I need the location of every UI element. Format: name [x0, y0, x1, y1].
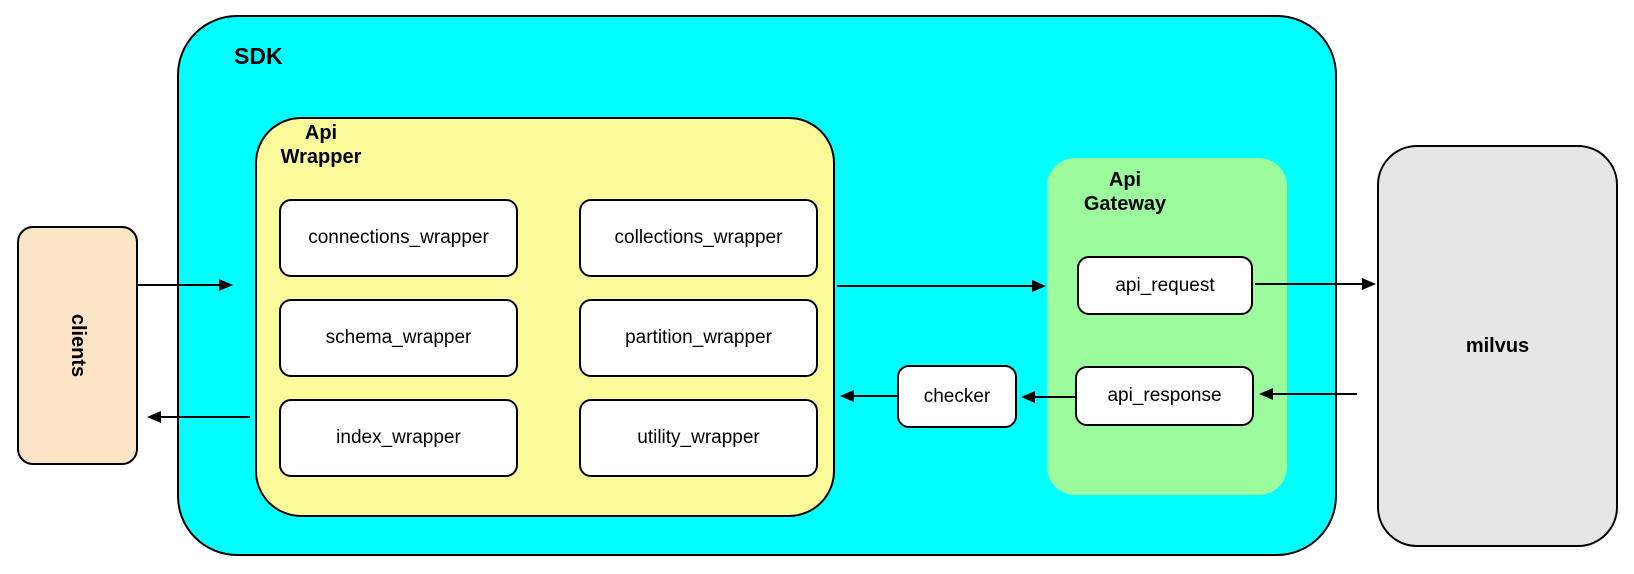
arrow-api-wrapper-to-api-gateway	[837, 280, 1046, 292]
api-wrapper-group: Api Wrapper connections_wrapper collecti…	[255, 117, 835, 517]
arrowhead-left-icon	[147, 411, 161, 423]
arrowhead-right-icon	[1362, 278, 1376, 290]
api-gateway-title-line2: Gateway	[1083, 193, 1167, 215]
arrow-clients-to-sdk	[138, 279, 233, 291]
api-request-box: api_request	[1077, 256, 1253, 315]
api-gateway-title-line1: Api	[1108, 169, 1142, 191]
schema-wrapper-box: schema_wrapper	[279, 299, 518, 377]
milvus-box: milvus	[1377, 145, 1618, 547]
milvus-label: milvus	[1465, 334, 1530, 357]
api-wrapper-title: Api Wrapper	[265, 121, 377, 169]
arrow-api-response-to-checker	[1021, 391, 1076, 403]
api-response-box: api_response	[1075, 366, 1254, 426]
arrowhead-left-icon	[1259, 388, 1273, 400]
partition-wrapper-box: partition_wrapper	[579, 299, 818, 377]
arrow-milvus-to-api-response	[1259, 388, 1357, 400]
arrowhead-right-icon	[1032, 280, 1046, 292]
sdk-label: SDK	[234, 43, 283, 69]
index-wrapper-box: index_wrapper	[279, 399, 518, 477]
arrow-api-request-to-milvus	[1255, 278, 1376, 290]
collections-wrapper-box: collections_wrapper	[579, 199, 818, 277]
api-wrapper-title-line1: Api	[304, 122, 338, 144]
arrowhead-left-icon	[840, 390, 854, 402]
arrowhead-left-icon	[1021, 391, 1035, 403]
arrow-checker-to-api-wrapper	[840, 390, 897, 402]
clients-label: clients	[66, 313, 89, 378]
api-wrapper-title-line2: Wrapper	[280, 146, 362, 168]
arrow-sdk-to-clients	[147, 411, 250, 423]
checker-box: checker	[897, 365, 1017, 428]
api-gateway-title: Api Gateway	[1067, 168, 1183, 216]
api-gateway-group: Api Gateway api_request api_response	[1047, 158, 1287, 495]
clients-box: clients	[17, 226, 138, 465]
connections-wrapper-box: connections_wrapper	[279, 199, 518, 277]
arrowhead-right-icon	[219, 279, 233, 291]
utility-wrapper-box: utility_wrapper	[579, 399, 818, 477]
